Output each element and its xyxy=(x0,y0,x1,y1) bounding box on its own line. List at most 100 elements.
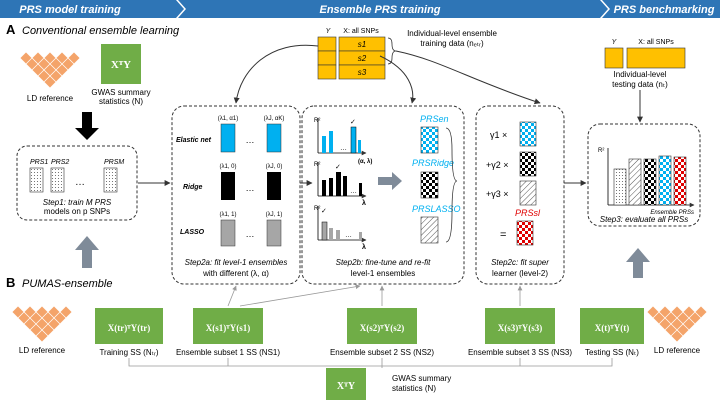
gwas-summary-box xyxy=(101,44,141,84)
step1-caption-line2: models on p SNPs xyxy=(44,207,110,216)
prs-m-bar xyxy=(103,167,118,193)
plot2-axis: λ xyxy=(362,199,366,207)
plot3-r2: R² xyxy=(314,206,320,212)
prs-lasso-label: PRSLASSO xyxy=(412,204,461,214)
ellipsis: … xyxy=(75,177,85,188)
ss-testing-formula: X(t)ᵀY(t) xyxy=(595,323,629,333)
step3-bar-3 xyxy=(643,158,657,206)
svg-text:…: … xyxy=(350,188,357,195)
svg-text:…: … xyxy=(340,145,347,152)
bottom-bracket xyxy=(128,358,613,367)
stage-2-label: Ensemble PRS training xyxy=(319,4,440,16)
step2b-brace xyxy=(445,127,458,243)
train-y-header: Y xyxy=(326,28,332,35)
arrow-table-step2a xyxy=(233,44,319,104)
prs-sl-bar xyxy=(516,220,534,246)
step2b-prs-outputs: PRSen PRSRidge PRSLASSO xyxy=(412,114,461,244)
step3-caption: Step3: evaluate all PRSs xyxy=(600,215,689,224)
gwas-b-label-line2: statistics (N) xyxy=(392,384,436,393)
prs-en-bar xyxy=(420,126,439,154)
gwas-b-label-line1: GWAS summary xyxy=(392,374,451,383)
prs-2-bar xyxy=(50,167,65,193)
train-x-header: X: all SNPs xyxy=(343,28,379,35)
train-brace xyxy=(387,37,397,65)
ld-triangle-b-right xyxy=(646,305,708,343)
header-banner: PRS model training Ensemble PRS training… xyxy=(0,0,720,18)
stage-arrow-1 xyxy=(0,0,184,18)
plot2-r2: R² xyxy=(314,162,320,168)
ld-cell xyxy=(43,75,57,89)
ss-subset3-label: Ensemble subset 3 SS (NS3) xyxy=(468,348,572,357)
ss-subset1-formula: X(s1)ᵀY(s1) xyxy=(206,323,250,333)
step2b-caption-line1: Step2b: fine-tune and re-fit xyxy=(336,258,432,267)
step2c-caption-line2: learner (level-2) xyxy=(492,269,548,278)
ridge-param-j: (λJ, 0) xyxy=(266,164,283,170)
step1-box xyxy=(16,145,138,221)
prs-1-bar xyxy=(29,167,44,193)
ld-triangle-a xyxy=(19,51,81,89)
ld-cell xyxy=(670,329,684,343)
en-bar-k xyxy=(266,123,282,153)
step3-bar-4 xyxy=(658,155,672,206)
gwas-label-line2: statistics (N) xyxy=(99,97,143,106)
training-data-table: Y X: all SNPs s1 s2 s3 xyxy=(317,28,397,80)
lasso-param-j: (λJ, 1) xyxy=(266,212,283,218)
step2a-caption-line1: Step2a: fit level-1 ensembles xyxy=(185,258,288,267)
step2b-caption-line2: level-1 ensembles xyxy=(351,269,415,278)
step1-prs-bars: PRS1 PRS2 PRSM … xyxy=(29,159,124,193)
ss-box-subset3: X(s3)ᵀY(s3) Ensemble subset 3 SS (NS3) xyxy=(468,308,572,357)
step3-bar-5 xyxy=(673,156,687,206)
svg-text:…: … xyxy=(345,232,352,239)
prs-sl-label: PRSsl xyxy=(515,208,541,218)
step2b-tuning-plots: R² … ✓ (α, λ) R² … ✓ λ R² … ✓ λ xyxy=(314,118,372,251)
ss-subset1-label: Ensemble subset 1 SS (NS1) xyxy=(176,348,280,357)
ss-testing-label: Testing SS (Nₜ) xyxy=(585,348,639,357)
test-x-header: X: all SNPs xyxy=(638,39,674,46)
lasso-bar-1 xyxy=(220,219,236,247)
ss-training-label: Training SS (Nₜᵣ) xyxy=(99,348,158,357)
method-lasso: LASSO xyxy=(180,229,205,236)
down-arrow-a xyxy=(75,112,99,140)
arrow-s1-step2a xyxy=(227,285,237,307)
plot3-axis: λ xyxy=(362,243,366,251)
svg-text:…: … xyxy=(246,183,255,193)
equals-sign: = xyxy=(500,229,506,241)
weight-1: γ1 × xyxy=(490,130,507,140)
ss-box-training: X(tr)ᵀY(tr) Training SS (Nₜᵣ) xyxy=(95,308,163,357)
stage-arrow-3 xyxy=(602,0,720,18)
section-a-label: A xyxy=(6,22,16,37)
ld-triangle-b-left xyxy=(11,305,73,343)
gwas-b-formula: XᵀY xyxy=(337,381,356,392)
train-desc-line1: Individual-level ensemble xyxy=(407,29,497,38)
step2a-box xyxy=(171,105,301,285)
weight-2: +γ2 × xyxy=(486,160,509,170)
train-row-s3: s3 xyxy=(358,68,367,77)
gwas-formula: XᵀY xyxy=(111,59,131,71)
weight-3-bar xyxy=(519,180,537,206)
stage-1-label: PRS model training xyxy=(19,4,121,16)
prs-lasso-bar xyxy=(420,216,439,244)
step3-chart: R² Ensemble PRSs xyxy=(598,148,695,216)
ld-cell xyxy=(35,329,49,343)
weight-3: +γ3 × xyxy=(486,189,509,199)
test-y-header: Y xyxy=(612,39,618,46)
svg-text:…: … xyxy=(246,229,255,239)
step3-box xyxy=(587,123,701,227)
arrow-s1-step2b xyxy=(239,284,361,307)
gwas-summary-box-b: XᵀY GWAS summary statistics (N) xyxy=(326,368,451,400)
stage-arrow-2 xyxy=(178,0,608,18)
ld-reference-label-b-left: LD reference xyxy=(19,346,66,355)
train-row-s2: s2 xyxy=(358,54,367,63)
prs-m-label: PRSM xyxy=(104,159,124,166)
ridge-bar-1 xyxy=(221,172,235,200)
step2b-gray-arrow xyxy=(378,172,402,190)
prs-en-label: PRSen xyxy=(420,114,449,124)
testing-data-table: Y X: all SNPs xyxy=(604,39,686,69)
ld-reference-label-b-right: LD reference xyxy=(654,346,701,355)
ld-reference-label-a: LD reference xyxy=(27,94,74,103)
step2c-box xyxy=(475,105,565,285)
prs-1-label: PRS1 xyxy=(30,159,48,166)
step2c-weights: γ1 × +γ2 × +γ3 × = PRSsl xyxy=(486,121,541,246)
section-a-title: Conventional ensemble learning xyxy=(22,25,180,37)
step1-caption-line1: Step1: train M PRS xyxy=(43,198,112,207)
